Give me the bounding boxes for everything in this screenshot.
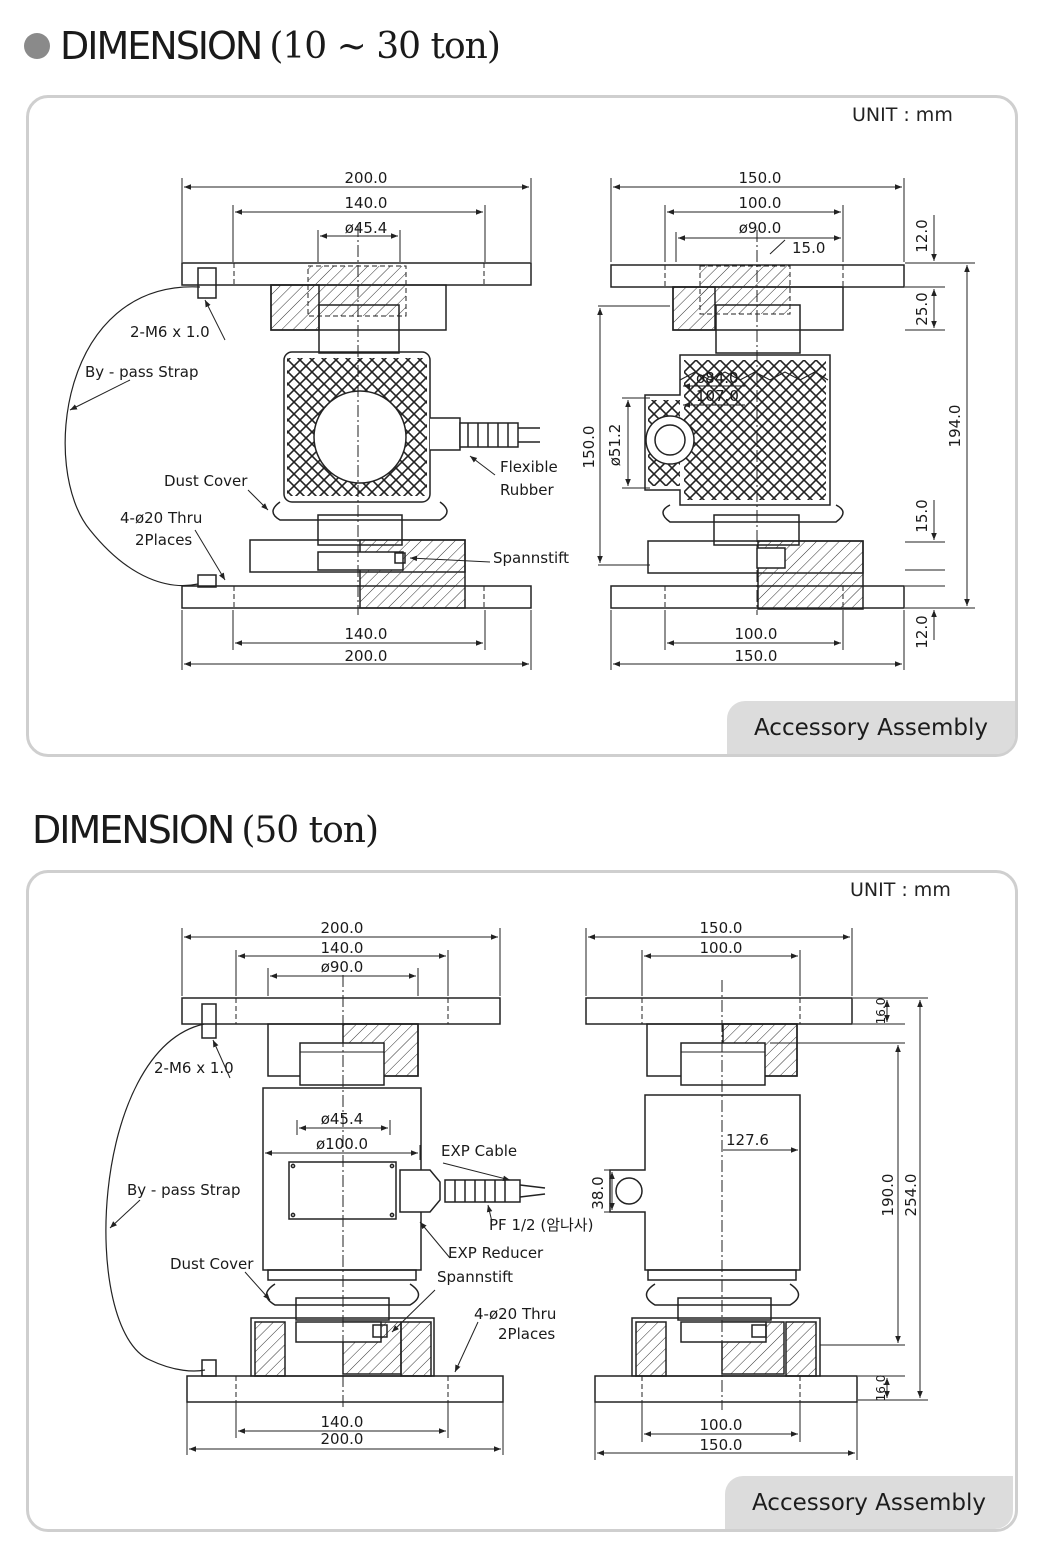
s1-side-dim-phi90: ø90.0 — [739, 219, 782, 237]
s2-side-dim-127-6: 127.6 — [726, 1131, 769, 1149]
s1-label-strap: By - pass Strap — [85, 363, 199, 381]
s2-side-dim-150-bot: 150.0 — [700, 1436, 743, 1454]
section1-accessory-tab[interactable]: Accessory Assembly — [727, 701, 1015, 754]
s1-front-dim-200-bot: 200.0 — [345, 647, 388, 665]
s2-front-dim-140-top: 140.0 — [321, 939, 364, 957]
s2-side-dim-16-top: 16.0 — [874, 998, 888, 1025]
s1-side-dim-150-bot: 150.0 — [735, 647, 778, 665]
section2-panel — [26, 870, 1018, 1532]
s1-label-rubber: Rubber — [500, 481, 555, 499]
s1-side-dim-100-bot: 100.0 — [735, 625, 778, 643]
section2-accessory-tab[interactable]: Accessory Assembly — [725, 1476, 1013, 1529]
s1-side-dim-15-top: 15.0 — [792, 239, 825, 257]
s2-front-dim-phi454: ø45.4 — [321, 1110, 364, 1128]
s2-label-spannstift: Spannstift — [437, 1268, 513, 1286]
s2-side-dim-16-bot: 16.0 — [874, 1375, 888, 1402]
s2-front-dim-200-top: 200.0 — [321, 919, 364, 937]
s1-label-dust: Dust Cover — [164, 472, 248, 490]
section1-heading: DIMENSION — [60, 24, 263, 68]
s2-front-dim-phi90: ø90.0 — [321, 958, 364, 976]
s2-side-dim-100-top: 100.0 — [700, 939, 743, 957]
s2-label-m6: 2-M6 x 1.0 — [154, 1059, 234, 1077]
s2-front-dim-phi100: ø100.0 — [316, 1135, 368, 1153]
s1-label-places: 2Places — [135, 531, 192, 549]
s1-label-thru: 4-ø20 Thru — [120, 509, 202, 527]
section1-title: DIMENSION (10 ~ 30 ton) — [24, 24, 501, 68]
s1-label-flexible: Flexible — [500, 458, 558, 476]
s2-side-dim-38: 38.0 — [589, 1176, 607, 1209]
s1-front-dim-140-top: 140.0 — [345, 194, 388, 212]
s1-side-dim-100-top: 100.0 — [739, 194, 782, 212]
s1-front-dim-200-top: 200.0 — [345, 169, 388, 187]
s2-label-thru: 4-ø20 Thru — [474, 1305, 556, 1323]
section2-subheading: (50 ton) — [241, 809, 379, 851]
s2-side-dim-254: 254.0 — [902, 1174, 920, 1217]
section1-unit: UNIT : mm — [852, 104, 953, 126]
s1-side-dim-12-top: 12.0 — [913, 219, 931, 252]
s1-label-m6: 2-M6 x 1.0 — [130, 323, 210, 341]
s2-label-dust: Dust Cover — [170, 1255, 254, 1273]
s2-side-dim-150-top: 150.0 — [700, 919, 743, 937]
s2-front-dim-140-bot: 140.0 — [321, 1413, 364, 1431]
section1-panel — [26, 95, 1018, 757]
s1-side-dim-25: 25.0 — [913, 292, 931, 325]
section2-title: DIMENSION (50 ton) — [24, 808, 379, 852]
section2-heading: DIMENSION — [32, 808, 235, 852]
s2-side-dim-190: 190.0 — [879, 1174, 897, 1217]
s1-side-dim-150-top: 150.0 — [739, 169, 782, 187]
s1-label-spannstift: Spannstift — [493, 549, 569, 567]
section2-unit: UNIT : mm — [850, 879, 951, 901]
s2-front-dim-200-bot: 200.0 — [321, 1430, 364, 1448]
s1-side-dim-150-vertical: 150.0 — [580, 426, 598, 469]
s1-side-dim-phi512: ø51.2 — [606, 424, 624, 467]
s1-front-dim-phi454: ø45.4 — [345, 219, 388, 237]
s2-label-exp-reducer: EXP Reducer — [448, 1244, 544, 1262]
s1-side-dim-12-bot: 12.0 — [913, 615, 931, 648]
section1-subheading: (10 ~ 30 ton) — [269, 25, 501, 67]
s1-side-dim-phi84: ø84.0 — [696, 369, 739, 387]
s1-side-dim-194: 194.0 — [946, 405, 964, 448]
s2-label-places: 2Places — [498, 1325, 555, 1343]
s1-front-dim-140-bot: 140.0 — [345, 625, 388, 643]
s2-label-exp-cable: EXP Cable — [441, 1142, 517, 1160]
s2-label-pf: PF 1/2 (암나사) — [489, 1216, 593, 1234]
s1-side-dim-15-vertical: 15.0 — [913, 499, 931, 532]
s1-side-dim-107: 107.0 — [696, 387, 739, 405]
bullet-icon — [24, 33, 50, 59]
s2-side-dim-100-bot: 100.0 — [700, 1416, 743, 1434]
s2-label-strap: By - pass Strap — [127, 1181, 241, 1199]
